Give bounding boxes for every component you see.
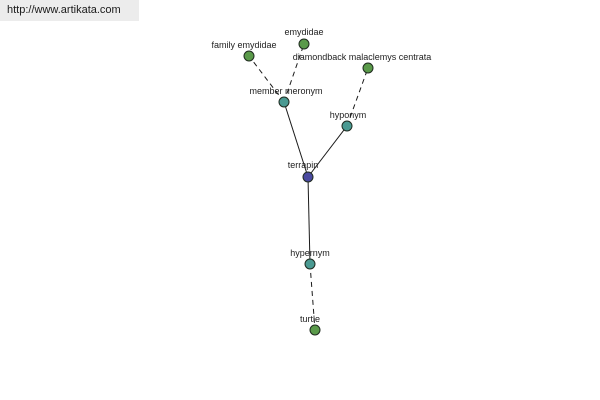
node-marker-hypernym[interactable] (304, 258, 316, 270)
node-label-diamondback[interactable]: diamondback malaclemys centrata (293, 52, 432, 62)
graph-nodes: terrapin member meronym hyponym hypernym fam… (211, 27, 432, 336)
node-label-terrapin[interactable]: terrapin (288, 160, 319, 170)
node-marker-emydidae[interactable] (298, 38, 310, 50)
node-label-family-emydidae[interactable]: family emydidae (211, 40, 276, 50)
node-label-hyponym[interactable]: hyponym (330, 110, 367, 120)
node-diamondback[interactable]: diamondback malaclemys centrata (293, 52, 432, 74)
node-marker-terrapin[interactable] (302, 171, 314, 183)
node-label-emydidae[interactable]: emydidae (284, 27, 323, 37)
edge-terrapin-to-member-meronym (283, 101, 309, 178)
node-marker-family-emydidae[interactable] (243, 50, 255, 62)
node-label-member-meronym[interactable]: member meronym (249, 86, 322, 96)
node-marker-hyponym[interactable] (341, 120, 353, 132)
node-label-turtle[interactable]: turtle (300, 314, 320, 324)
node-member-meronym[interactable]: member meronym (249, 86, 323, 108)
node-marker-turtle[interactable] (309, 324, 321, 336)
edge-member-meronym-to-emydidae (283, 43, 305, 103)
source-banner: http://www.artikata.com (0, 0, 139, 21)
node-marker-diamondback[interactable] (362, 62, 374, 74)
edge-terrapin-to-hyponym (307, 125, 348, 178)
edge-hyponym-to-diamondback (346, 67, 369, 127)
node-hypernym[interactable]: hypernym (290, 248, 330, 270)
node-terrapin[interactable]: terrapin (288, 160, 319, 183)
node-marker-member-meronym[interactable] (278, 96, 290, 108)
source-url[interactable]: http://www.artikata.com (7, 4, 121, 16)
node-family-emydidae[interactable]: family emydidae (211, 40, 277, 62)
edge-hypernym-to-turtle (309, 263, 316, 331)
graph-edges (248, 43, 369, 331)
node-label-hypernym[interactable]: hypernym (290, 248, 330, 258)
node-hyponym[interactable]: hyponym (330, 110, 367, 132)
node-turtle[interactable]: turtle (300, 314, 321, 336)
edge-member-meronym-to-family-emydidae (248, 55, 285, 103)
node-emydidae[interactable]: emydidae (284, 27, 324, 50)
edge-terrapin-to-hypernym (307, 176, 311, 265)
